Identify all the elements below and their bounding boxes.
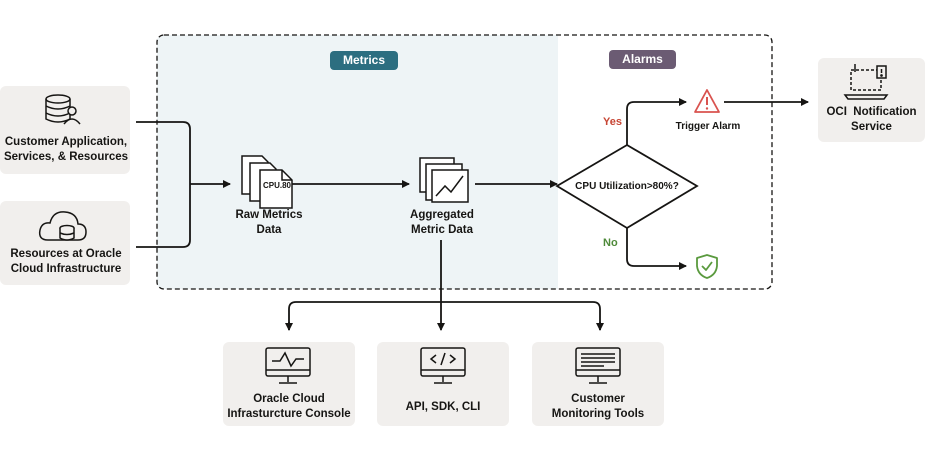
metrics-pill: Metrics <box>330 51 398 70</box>
trigger-alarm-label: Trigger Alarm <box>675 121 741 132</box>
console-label: Oracle Cloud Infrasturcture Console <box>227 393 351 420</box>
source-connectors <box>136 121 231 248</box>
notification-box <box>818 58 925 142</box>
customer-app-box <box>0 86 130 174</box>
no-path-arrow <box>626 228 687 270</box>
api-box <box>377 342 509 426</box>
yes-path-arrow <box>626 98 687 145</box>
raw-doc-text: CPU.80 <box>262 181 291 190</box>
api-label: API, SDK, CLI <box>405 401 481 413</box>
metrics-region <box>157 35 558 289</box>
customer-app-label: Customer Application, Services, & Resour… <box>3 136 129 163</box>
decision-label: CPU Utilization>80%? <box>575 181 679 192</box>
yes-label: Yes <box>603 116 622 128</box>
console-box <box>223 342 355 426</box>
decision-diamond <box>555 143 699 230</box>
no-label: No <box>603 237 618 249</box>
monitoring-tools-icon <box>575 347 621 384</box>
consumer-connectors <box>285 240 604 331</box>
monitoring-boundary <box>156 34 773 290</box>
monitoring-tools-label: Customer Monitoring Tools <box>551 393 645 420</box>
notification-label: OCI Notification Service <box>826 106 920 133</box>
api-monitor-icon <box>420 347 466 384</box>
oci-resources-box <box>0 201 130 285</box>
aggregated-label: Aggregated Metric Data <box>410 209 474 236</box>
aggregated-chart-icon <box>419 157 469 203</box>
check-shield-icon <box>696 254 718 279</box>
monitoring-tools-box <box>532 342 664 426</box>
database-user-icon <box>45 94 81 125</box>
cloud-database-icon <box>38 211 87 241</box>
warning-triangle-icon <box>694 89 720 113</box>
alarms-pill: Alarms <box>609 50 676 69</box>
raw-metrics-label: Raw Metrics Data <box>235 209 303 236</box>
raw-metrics-document-icon <box>241 155 293 209</box>
notification-laptop-icon <box>843 64 889 100</box>
oci-resources-label: Resources at Oracle Cloud Infrastructure <box>10 248 122 275</box>
console-monitor-icon <box>265 347 311 384</box>
